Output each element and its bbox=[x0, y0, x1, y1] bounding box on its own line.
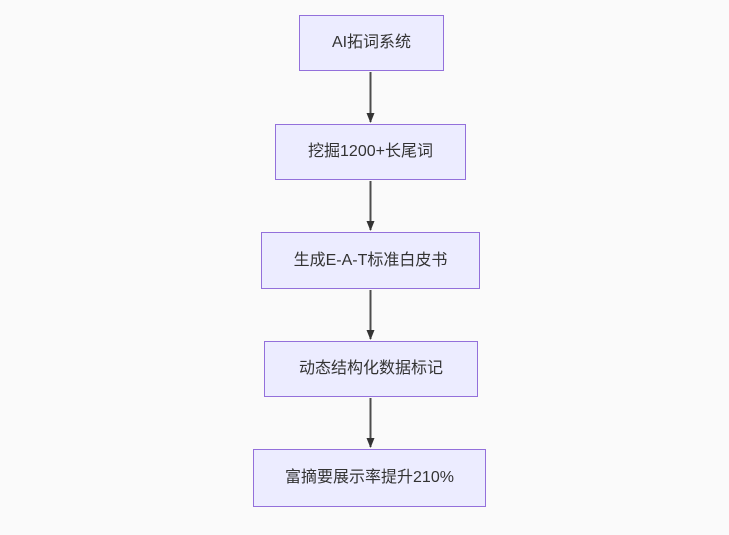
flow-node-label: 动态结构化数据标记 bbox=[298, 360, 443, 378]
flow-node-eat-whitepaper: 生成E-A-T标准白皮书 bbox=[261, 232, 480, 289]
flow-node-label: 生成E-A-T标准白皮书 bbox=[293, 251, 448, 269]
flow-node-label: 挖掘1200+长尾词 bbox=[308, 143, 433, 161]
flow-node-label: 富摘要展示率提升210% bbox=[285, 469, 454, 487]
flow-node-label: AI拓词系统 bbox=[331, 34, 412, 52]
flow-node-ai-word-system: AI拓词系统 bbox=[299, 15, 444, 71]
flow-node-structured-data: 动态结构化数据标记 bbox=[264, 341, 478, 397]
flow-node-longtail-mining: 挖掘1200+长尾词 bbox=[275, 124, 466, 180]
flow-node-rich-snippet-result: 富摘要展示率提升210% bbox=[253, 449, 486, 507]
